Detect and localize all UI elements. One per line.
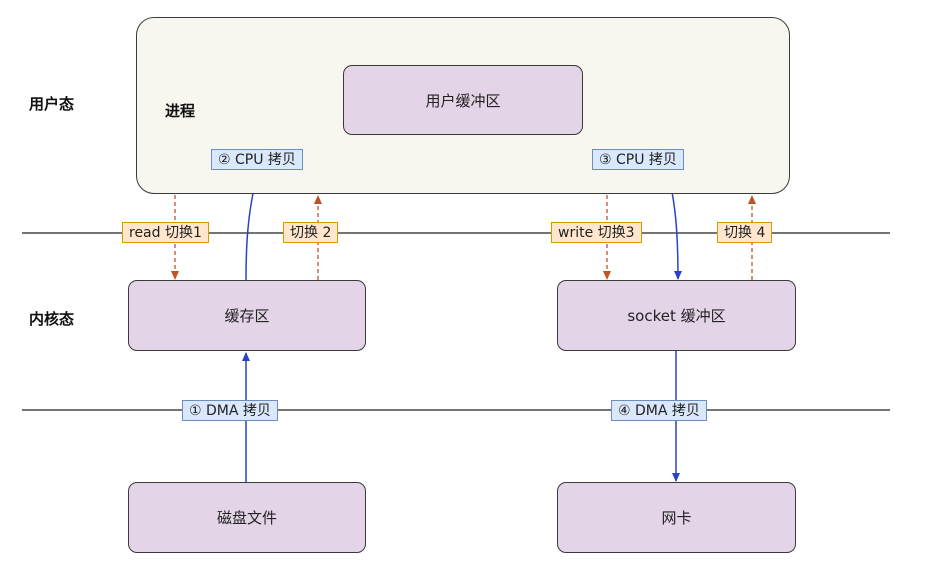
dma-copy-1-tag: ① DMA 拷贝	[182, 400, 278, 421]
user-buffer-node: 用户缓冲区	[343, 65, 583, 135]
socket-buffer-node: socket 缓冲区	[557, 280, 796, 351]
cpu-copy-3-tag: ③ CPU 拷贝	[592, 149, 684, 170]
process-label: 进程	[165, 102, 196, 120]
switch-3-tag: write 切换3	[551, 222, 642, 243]
disk-file-node: 磁盘文件	[128, 482, 366, 553]
user-mode-label: 用户态	[29, 95, 75, 113]
switch-1-tag: read 切换1	[122, 222, 209, 243]
nic-node: 网卡	[557, 482, 796, 553]
dma-copy-4-tag: ④ DMA 拷贝	[611, 400, 707, 421]
switch-4-tag: 切换 4	[717, 222, 773, 243]
page-cache-node: 缓存区	[128, 280, 366, 351]
cpu-copy-2-tag: ② CPU 拷贝	[211, 149, 303, 170]
switch-2-tag: 切换 2	[283, 222, 339, 243]
kernel-mode-label: 内核态	[29, 310, 75, 328]
